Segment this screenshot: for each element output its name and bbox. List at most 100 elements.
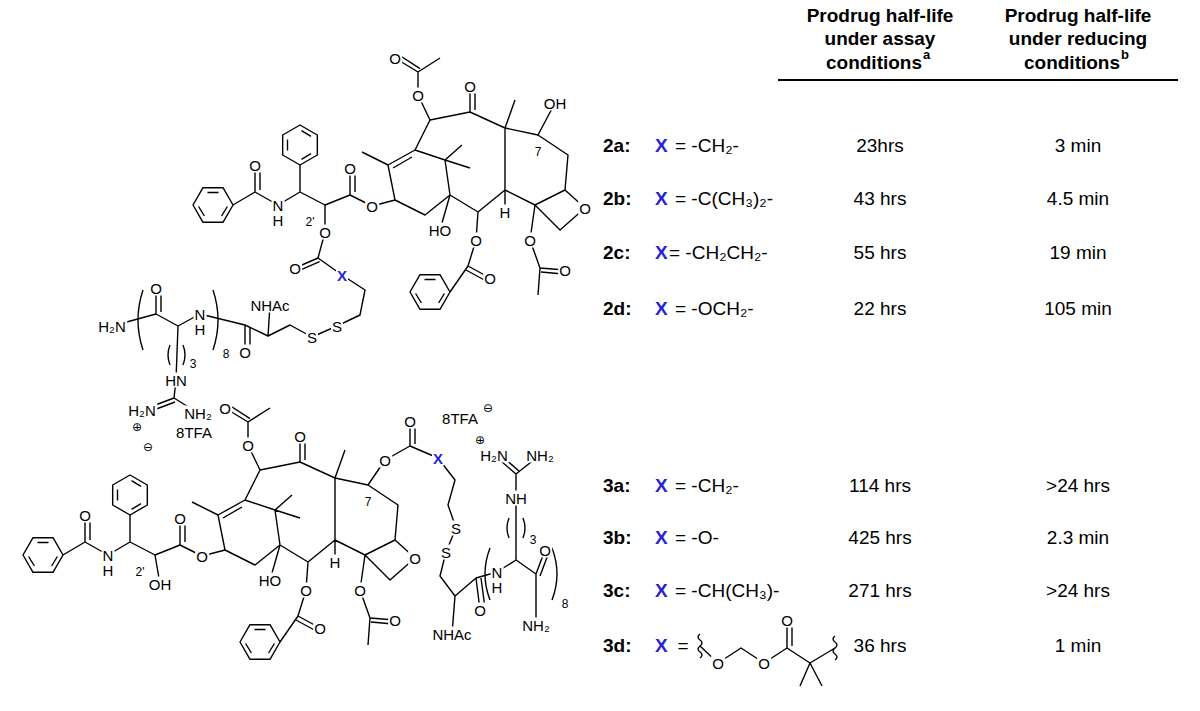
compound-id: 3b:	[603, 528, 632, 547]
atom-label: O	[241, 438, 255, 453]
atom-label: O	[378, 453, 392, 468]
bracket	[485, 518, 557, 600]
substituent: = -OCH₂-	[675, 299, 754, 318]
variable-x: X	[655, 528, 668, 547]
atom-label: O	[248, 158, 262, 173]
column-header: conditions	[826, 53, 922, 72]
half-life-value: 3 min	[1055, 136, 1101, 155]
atom-label: NHAc	[431, 627, 472, 642]
half-life-value: 36 hrs	[854, 636, 907, 655]
atom-label: HO	[428, 223, 453, 238]
atom-label: N	[272, 198, 285, 213]
substituent: = -C(CH₃)₂-	[675, 189, 773, 208]
substituent: = -CH₂-	[675, 136, 739, 155]
table-rule	[778, 79, 1178, 81]
compound-id: 3a:	[603, 476, 630, 495]
atom-label: H₂N	[127, 403, 157, 418]
atom-label: O	[408, 551, 422, 566]
half-life-value: 22 hrs	[854, 299, 907, 318]
atom-label: 7	[364, 496, 373, 508]
atom-label: N	[194, 307, 207, 322]
atom-label: O	[343, 161, 357, 176]
compound-id: 3d:	[603, 636, 632, 655]
atom-label: H	[329, 555, 342, 570]
column-header: conditions	[1024, 53, 1120, 72]
atom-label: O	[463, 79, 477, 94]
atom-label: O	[238, 345, 252, 360]
bond-lines	[112, 103, 555, 413]
atom-label: N	[102, 548, 115, 563]
atom-label: O	[218, 401, 232, 416]
half-life-value: 23hrs	[856, 136, 904, 155]
atom-label: O	[538, 543, 552, 558]
atom-label: O	[403, 414, 417, 429]
atom-label: H	[491, 580, 504, 595]
atom-label: O	[299, 583, 313, 598]
atom-label: H	[194, 322, 207, 337]
atom-label: 8TFA	[175, 425, 213, 440]
atom-label: S	[440, 545, 452, 560]
atom-label: NH₂	[521, 618, 551, 633]
atom-label: O	[711, 656, 725, 671]
atom-label: H₂N	[479, 448, 509, 463]
atom-label: HO	[258, 573, 283, 588]
variable-x: X	[655, 243, 668, 262]
half-life-value: 1 min	[1055, 636, 1101, 655]
half-life-value: >24 hrs	[1046, 476, 1110, 495]
bond-lines	[700, 620, 835, 686]
variable-x: X	[432, 451, 444, 466]
atom-label: 8TFA	[441, 411, 479, 426]
atom-label: S	[450, 521, 462, 536]
atom-label: O	[388, 613, 402, 628]
atom-label: O	[365, 199, 379, 214]
atom-label: 2'	[305, 216, 316, 228]
variable-x: X	[655, 136, 668, 155]
atom-label: O	[313, 621, 327, 636]
atom-label: NH	[504, 491, 528, 506]
atom-label: O	[411, 88, 425, 103]
atom-label: O	[558, 263, 572, 278]
atom-label: O	[149, 281, 163, 296]
double-bond-lines	[143, 262, 320, 414]
compound-id: 2c:	[603, 243, 630, 262]
atom-label: O	[173, 511, 187, 526]
bond-lines	[155, 421, 545, 634]
half-life-value: 19 min	[1049, 243, 1106, 262]
atom-label: O	[523, 233, 537, 248]
atom-label: O	[78, 508, 92, 523]
variable-x: X	[655, 581, 668, 600]
taxane-core	[23, 405, 415, 659]
atom-label: H₂N	[97, 319, 127, 334]
atom-label: HN	[164, 373, 188, 388]
variable-x: X	[655, 476, 668, 495]
atom-label: N	[491, 565, 504, 580]
atom-label: O	[293, 429, 307, 444]
atom-label: ⊕	[131, 421, 143, 433]
atom-label: H	[272, 213, 285, 228]
bracket	[138, 290, 218, 365]
atom-label: O	[780, 613, 794, 628]
column-header: under reducing	[1009, 29, 1147, 48]
atom-label: 8	[222, 348, 231, 360]
atom-label: O	[469, 233, 483, 248]
half-life-value: 43 hrs	[854, 189, 907, 208]
compound-id: 2b:	[603, 189, 632, 208]
variable-x: X	[655, 299, 668, 318]
atom-label: O	[578, 201, 592, 216]
atom-label: O	[195, 549, 209, 564]
half-life-value: 4.5 min	[1047, 189, 1109, 208]
atom-label: H	[102, 563, 115, 578]
atom-label: O	[473, 603, 487, 618]
atom-label: OH	[543, 96, 568, 111]
compound-id: 3c:	[603, 581, 630, 600]
column-header: Prodrug half-life	[1005, 6, 1152, 25]
taxane-core	[193, 55, 585, 309]
atom-label: O	[757, 656, 771, 671]
atom-label: ⊕	[474, 434, 486, 446]
column-header: Prodrug half-life	[807, 6, 954, 25]
atom-label: 3	[529, 534, 538, 546]
half-life-value: >24 hrs	[1046, 581, 1110, 600]
half-life-value: 271 hrs	[848, 581, 911, 600]
